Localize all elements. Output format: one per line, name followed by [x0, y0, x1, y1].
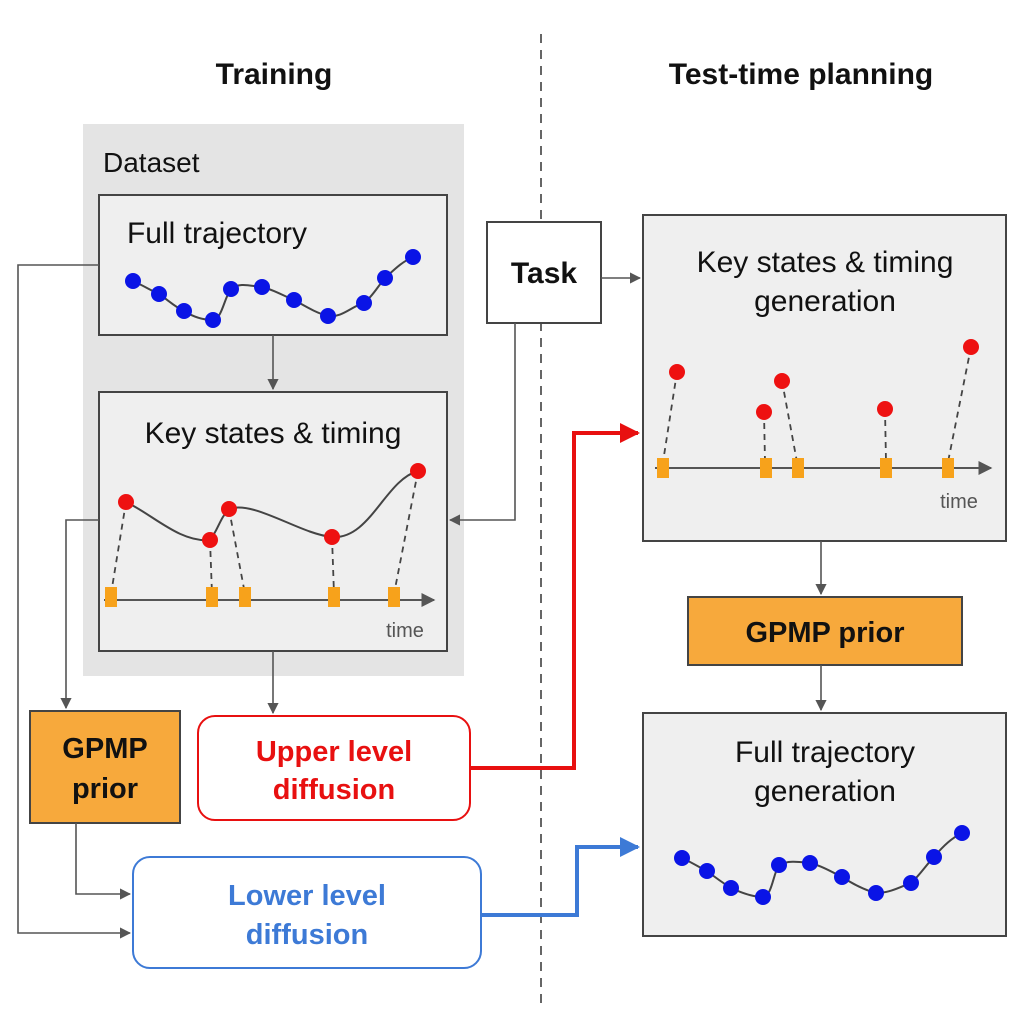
- key-state: [774, 373, 790, 389]
- waypoint: [834, 869, 850, 885]
- waypoint: [771, 857, 787, 873]
- key-states-timing-marks: [105, 587, 400, 607]
- key-states-axis-label: time: [386, 620, 424, 642]
- waypoint: [356, 295, 372, 311]
- generation-box: [642, 214, 1007, 542]
- timing-mark: [105, 587, 117, 607]
- generation-timing-marks: [657, 458, 954, 478]
- upper-diffusion-line2: diffusion: [273, 774, 395, 806]
- waypoint: [674, 850, 690, 866]
- waypoint: [723, 880, 739, 896]
- key-state: [118, 494, 134, 510]
- arrow-upper-diffusion-to-generation: [470, 423, 640, 770]
- gpmp-prior-train-line2: prior: [72, 773, 138, 805]
- lower-diffusion-box: [132, 856, 482, 969]
- waypoint: [755, 889, 771, 905]
- waypoint: [176, 303, 192, 319]
- timing-mark: [942, 458, 954, 478]
- arrow-fulltraj-to-lower-diffusion: [17, 264, 132, 939]
- waypoint: [802, 855, 818, 871]
- generation-title-line2: generation: [754, 285, 896, 318]
- dataset-label: Dataset: [103, 147, 200, 178]
- task-label: Task: [511, 257, 577, 290]
- arrow-task-to-keystates: [448, 323, 516, 526]
- gpmp-prior-test-box: [687, 596, 963, 666]
- timing-mark: [328, 587, 340, 607]
- arrow-keystates-to-gpmp: [60, 519, 99, 710]
- key-states-curve: [125, 470, 419, 542]
- waypoint: [205, 312, 221, 328]
- arrow-lower-diffusion-to-full-generation: [481, 837, 640, 917]
- full-generation-points: [674, 825, 970, 905]
- waypoint: [320, 308, 336, 324]
- waypoint: [125, 273, 141, 289]
- key-state: [877, 401, 893, 417]
- waypoint: [151, 286, 167, 302]
- timing-mark: [239, 587, 251, 607]
- generation-droplines: [662, 346, 972, 463]
- key-states-droplines: [110, 470, 419, 595]
- key-states-title: Key states & timing: [145, 417, 402, 450]
- full-generation-box: [642, 712, 1007, 937]
- key-state: [963, 339, 979, 355]
- waypoint: [254, 279, 270, 295]
- key-state: [221, 501, 237, 517]
- full-generation-title-line1: Full trajectory: [735, 736, 915, 769]
- full-generation-title-line2: generation: [754, 775, 896, 808]
- waypoint: [926, 849, 942, 865]
- waypoint: [699, 863, 715, 879]
- lower-diffusion-line1: Lower level: [228, 880, 386, 912]
- test-time-heading: Test-time planning: [669, 58, 933, 91]
- key-state: [756, 404, 772, 420]
- timing-mark: [206, 587, 218, 607]
- key-state: [669, 364, 685, 380]
- waypoint: [405, 249, 421, 265]
- gpmp-prior-train-box: [29, 710, 181, 824]
- full-trajectory-title: Full trajectory: [127, 217, 307, 250]
- waypoint: [377, 270, 393, 286]
- key-state: [324, 529, 340, 545]
- timing-mark: [657, 458, 669, 478]
- timing-mark: [760, 458, 772, 478]
- key-state: [410, 463, 426, 479]
- upper-diffusion-line1: Upper level: [256, 736, 412, 768]
- generation-points: [669, 339, 979, 420]
- lower-diffusion-line2: diffusion: [246, 919, 368, 951]
- waypoint: [954, 825, 970, 841]
- key-state: [202, 532, 218, 548]
- timing-mark: [388, 587, 400, 607]
- timing-mark: [792, 458, 804, 478]
- arrow-gpmp-to-lower-diffusion: [75, 823, 132, 900]
- full-trajectory-points: [125, 249, 421, 328]
- task-box: [486, 221, 602, 324]
- connectors: [17, 264, 827, 939]
- waypoint: [286, 292, 302, 308]
- timing-mark: [880, 458, 892, 478]
- generation-axis-label: time: [940, 491, 978, 513]
- waypoint: [903, 875, 919, 891]
- waypoint: [868, 885, 884, 901]
- gpmp-prior-train-line1: GPMP: [62, 733, 147, 765]
- generation-title-line1: Key states & timing: [697, 246, 954, 279]
- waypoint: [223, 281, 239, 297]
- training-heading: Training: [216, 58, 333, 91]
- full-trajectory-box: [98, 194, 448, 336]
- gpmp-prior-test-label: GPMP prior: [746, 617, 905, 649]
- key-states-points: [118, 463, 426, 548]
